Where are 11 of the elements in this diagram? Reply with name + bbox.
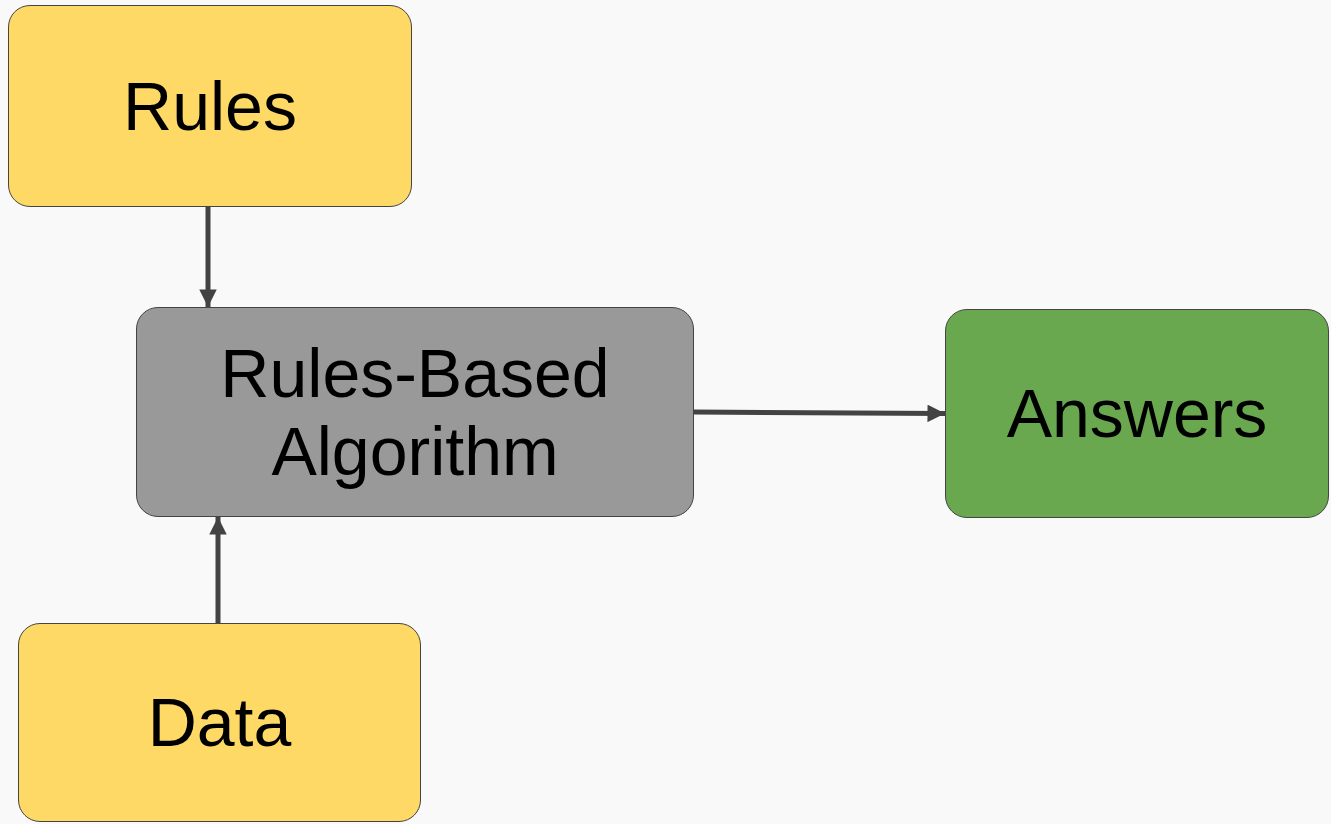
arrow <box>199 207 217 307</box>
process-box <box>945 309 1329 518</box>
box-label: Rules <box>122 66 298 146</box>
process-box <box>136 307 694 517</box>
box-label: Answers <box>1005 374 1269 453</box>
arrow <box>694 404 945 423</box>
process-box <box>18 623 421 822</box>
process-box <box>8 5 412 207</box>
box-label: Data <box>146 683 293 762</box>
box-label: Rules-Based Algorithm <box>219 333 611 491</box>
arrow <box>209 517 227 623</box>
